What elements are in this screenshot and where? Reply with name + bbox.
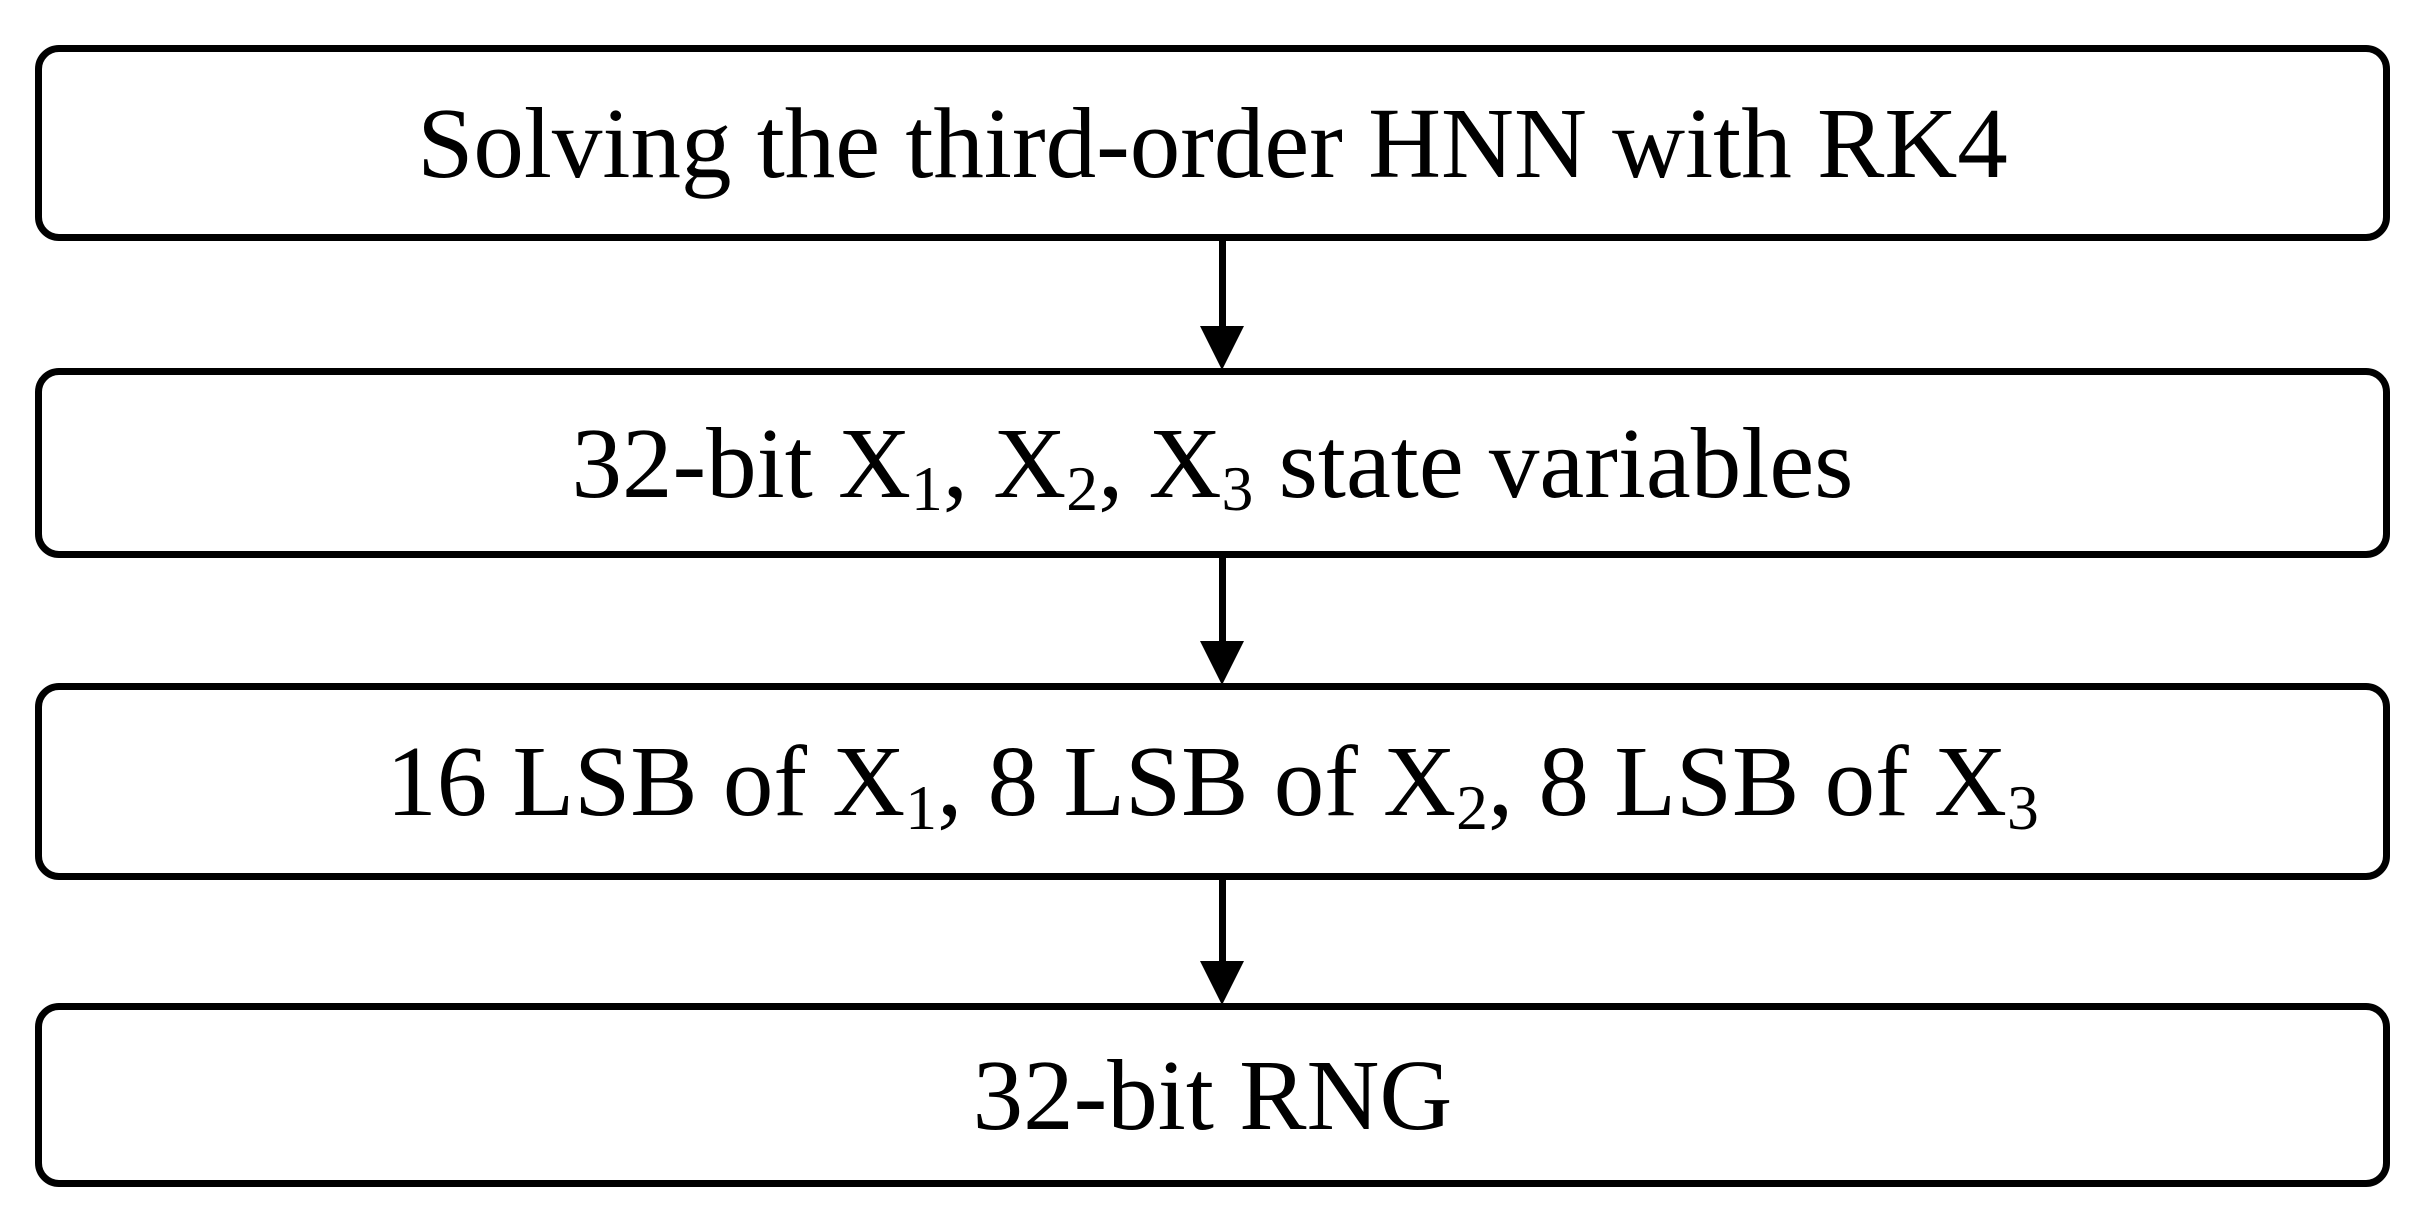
label-text: 32-bit RNG bbox=[972, 1038, 1453, 1151]
arrow-shaft bbox=[1218, 877, 1226, 961]
arrow-head-down-icon bbox=[1200, 961, 1244, 1005]
label-text: , 8 LSB of X bbox=[1487, 725, 2007, 837]
label-text: Solving the third-order HNN with RK4 bbox=[417, 86, 2008, 199]
flow-arrow-2 bbox=[1200, 555, 1244, 685]
label-text: , X bbox=[1098, 406, 1222, 519]
flow-box-state-variables: 32-bit X1, X2, X3 state variables bbox=[35, 368, 2390, 558]
subscript: 2 bbox=[1066, 453, 1099, 525]
subscript: 1 bbox=[905, 771, 938, 843]
label-text: , 8 LSB of X bbox=[937, 725, 1457, 837]
label-text: 32-bit X bbox=[571, 406, 911, 519]
subscript: 1 bbox=[910, 453, 943, 525]
arrow-head-down-icon bbox=[1200, 641, 1244, 685]
flow-box-lsb-selection: 16 LSB of X1, 8 LSB of X2, 8 LSB of X3 bbox=[35, 683, 2390, 880]
flow-box-rng-output-label: 32-bit RNG bbox=[973, 1044, 1453, 1146]
subscript: 2 bbox=[1456, 771, 1488, 843]
flow-arrow-1 bbox=[1200, 238, 1244, 370]
subscript: 3 bbox=[1221, 453, 1254, 525]
flow-box-rng-output: 32-bit RNG bbox=[35, 1003, 2390, 1187]
label-text: 16 LSB of X bbox=[386, 725, 906, 837]
label-text: , X bbox=[942, 406, 1067, 519]
flow-box-lsb-selection-label: 16 LSB of X1, 8 LSB of X2, 8 LSB of X3 bbox=[386, 731, 2039, 840]
arrow-shaft bbox=[1218, 238, 1226, 326]
subscript: 3 bbox=[2007, 771, 2039, 843]
arrow-head-down-icon bbox=[1200, 326, 1244, 370]
label-text: state variables bbox=[1253, 406, 1854, 519]
flow-arrow-3 bbox=[1200, 877, 1244, 1005]
arrow-shaft bbox=[1218, 555, 1226, 641]
flow-box-solve-hnn: Solving the third-order HNN with RK4 bbox=[35, 45, 2390, 241]
flow-box-solve-hnn-label: Solving the third-order HNN with RK4 bbox=[417, 92, 2008, 194]
flow-box-state-variables-label: 32-bit X1, X2, X3 state variables bbox=[572, 412, 1854, 521]
